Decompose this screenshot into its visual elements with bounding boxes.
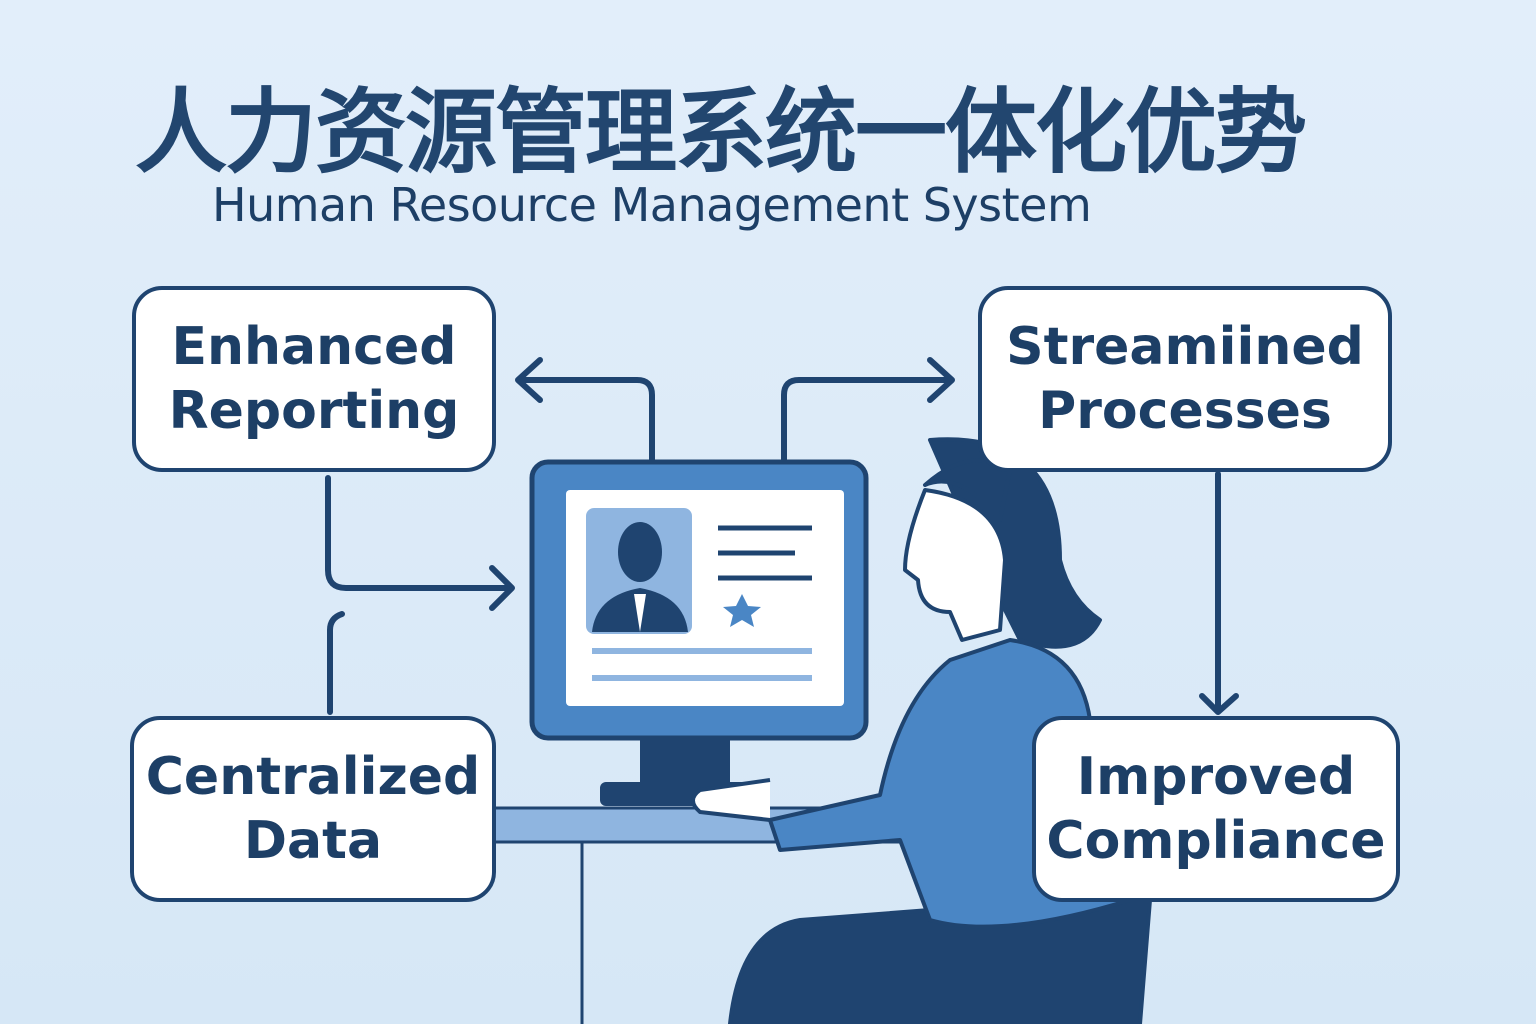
box-label-line2: Reporting [168,381,460,441]
star-icon [723,594,761,627]
box-label-line1: Enhanced [171,317,457,377]
connector-arrow-to-reporting [515,357,655,465]
connector-arrow-processes-to-compliance [1199,471,1239,715]
connector-arrow-reporting-to-monitor [325,475,515,611]
box-label-line2: Compliance [1046,811,1386,871]
connector-arrow-to-processes [781,357,955,465]
box-label-line2: Data [243,811,383,871]
monitor-icon [529,459,869,806]
box-label-line2: Processes [1038,381,1332,441]
box-label-line1: Centralized [145,747,481,807]
box-label-line1: Improved [1076,747,1356,807]
page-subtitle: Human Resource Management System [212,178,1092,232]
box-label-line1: Streamiined [1006,317,1364,377]
page-title: 人力资源管理系统一体化优势 [135,79,1307,186]
connector-line-data [327,611,345,715]
